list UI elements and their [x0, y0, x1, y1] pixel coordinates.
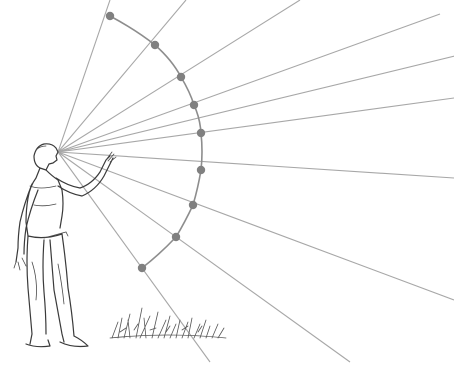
node-3: [176, 72, 186, 82]
node-4: [189, 100, 199, 110]
sight-ray-5: [57, 97, 454, 153]
picture-plane-arc: [109, 15, 203, 269]
node-2: [150, 40, 160, 50]
sight-ray-4: [57, 13, 441, 153]
node-9: [137, 263, 147, 273]
sight-ray-7: [57, 151, 454, 301]
node-6: [196, 165, 206, 175]
intersection-nodes: [105, 11, 206, 273]
observer-head: [33, 143, 59, 171]
sight-ray-2: [57, 0, 187, 153]
node-7: [188, 200, 198, 210]
sight-ray-10: [57, 55, 454, 153]
sight-rays: [57, 0, 454, 363]
sight-ray-9: [57, 151, 211, 363]
sight-ray-1: [57, 0, 111, 153]
grass-tuft: [109, 307, 227, 339]
observer-figure: [13, 143, 117, 348]
node-1: [105, 11, 115, 21]
node-8: [171, 232, 181, 242]
node-5: [196, 128, 206, 138]
sight-ray-6: [57, 151, 454, 179]
sight-ray-8: [57, 151, 351, 363]
